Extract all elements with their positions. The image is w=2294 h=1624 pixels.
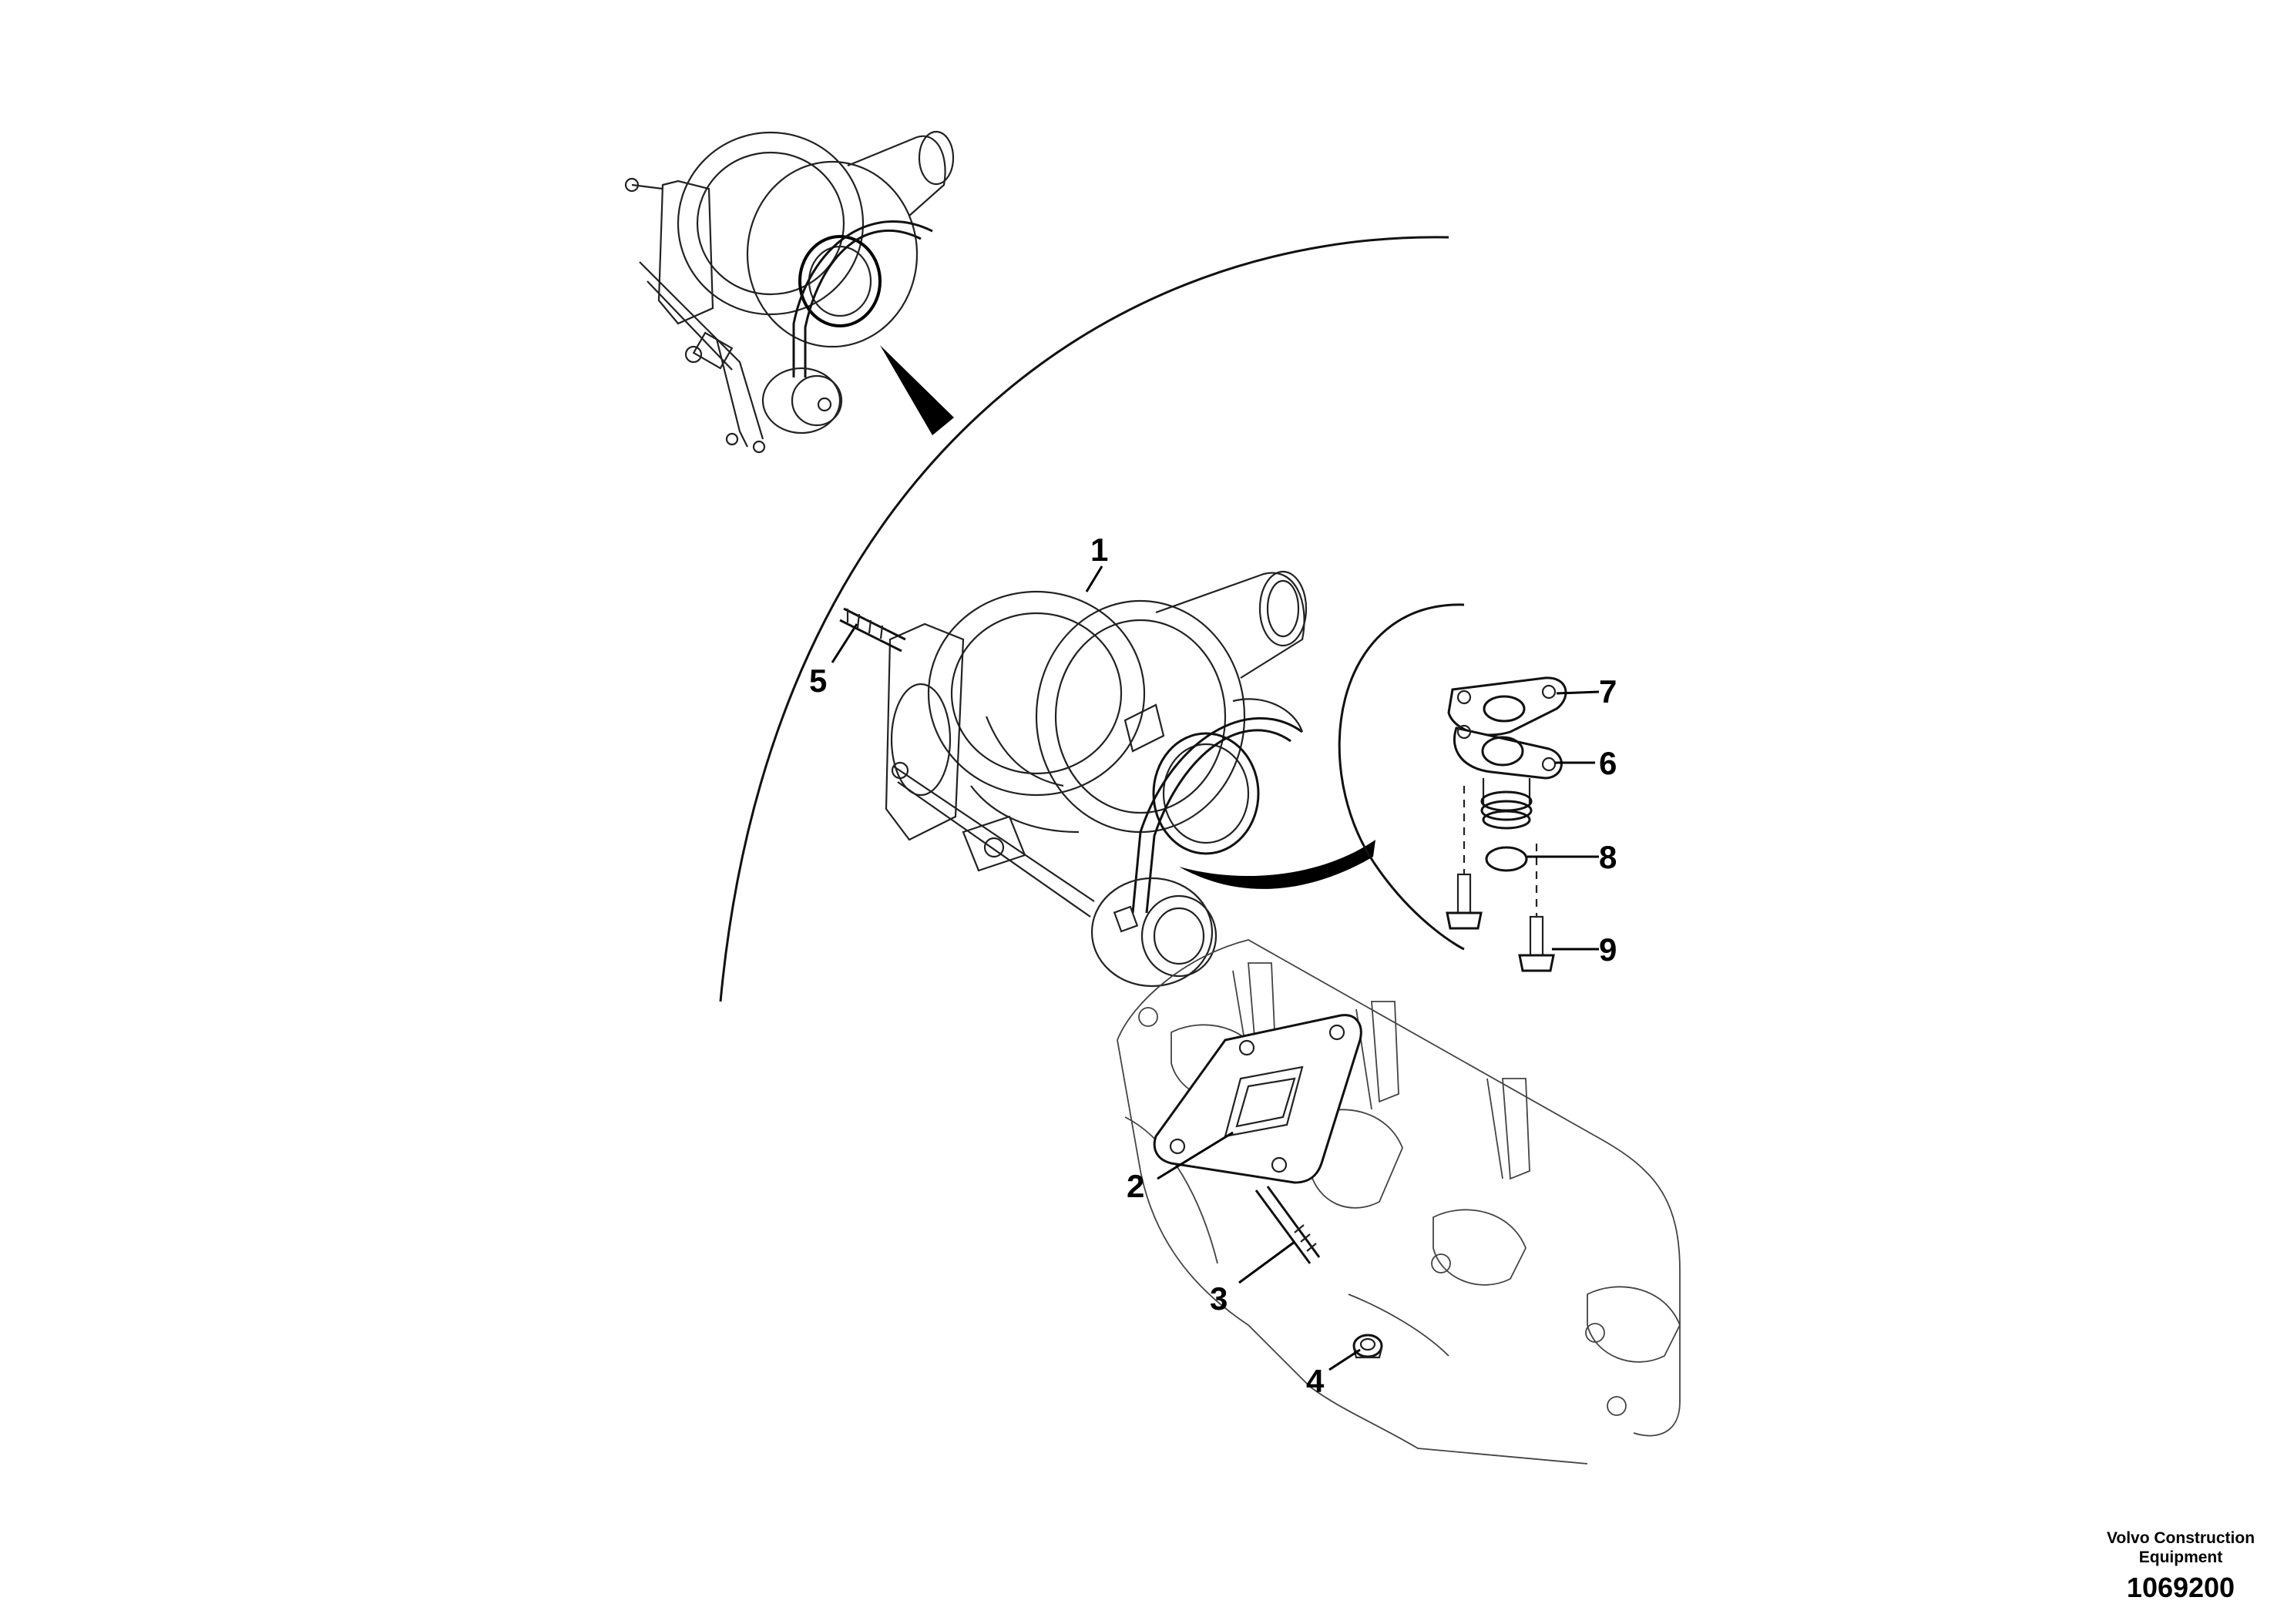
callout-9: 9 — [1599, 931, 1617, 968]
leader-5 — [831, 623, 858, 663]
drawing-number: 1069200 — [2126, 1572, 2235, 1603]
callout-2: 2 — [1127, 1168, 1144, 1204]
callout-6: 6 — [1599, 745, 1617, 781]
callout-4: 4 — [1306, 1363, 1325, 1399]
leader-4 — [1328, 1348, 1361, 1371]
view-boundary-arc — [719, 236, 1449, 1002]
turbocharger-detail-view — [624, 130, 955, 454]
brand-line-2: Equipment — [2138, 1549, 2223, 1566]
manifold-nut — [1352, 1334, 1383, 1359]
callout-1: 1 — [1090, 532, 1108, 568]
brand-label: Volvo Construction Equipment — [2081, 1528, 2281, 1567]
turbocharger-main-view — [839, 570, 1308, 988]
leader-2 — [1157, 1131, 1234, 1180]
manifold-stud — [1254, 1186, 1321, 1264]
callout-8: 8 — [1599, 839, 1617, 875]
brand-line-1: Volvo Construction — [2106, 1529, 2255, 1547]
detail-pointer-wedge — [880, 345, 954, 435]
leader-3 — [1238, 1240, 1295, 1284]
oil-fitting-detail — [1338, 603, 1567, 972]
manifold-gasket — [1153, 1014, 1362, 1184]
callout-leaders — [831, 565, 1600, 1371]
oil-detail-pointer-wedge — [1179, 840, 1375, 889]
callout-3: 3 — [1210, 1280, 1228, 1317]
callout-5: 5 — [809, 663, 827, 699]
leader-1 — [1085, 565, 1103, 592]
exhaust-manifold — [1117, 939, 1681, 1465]
leader-7 — [1556, 690, 1600, 695]
callout-7: 7 — [1599, 673, 1617, 710]
